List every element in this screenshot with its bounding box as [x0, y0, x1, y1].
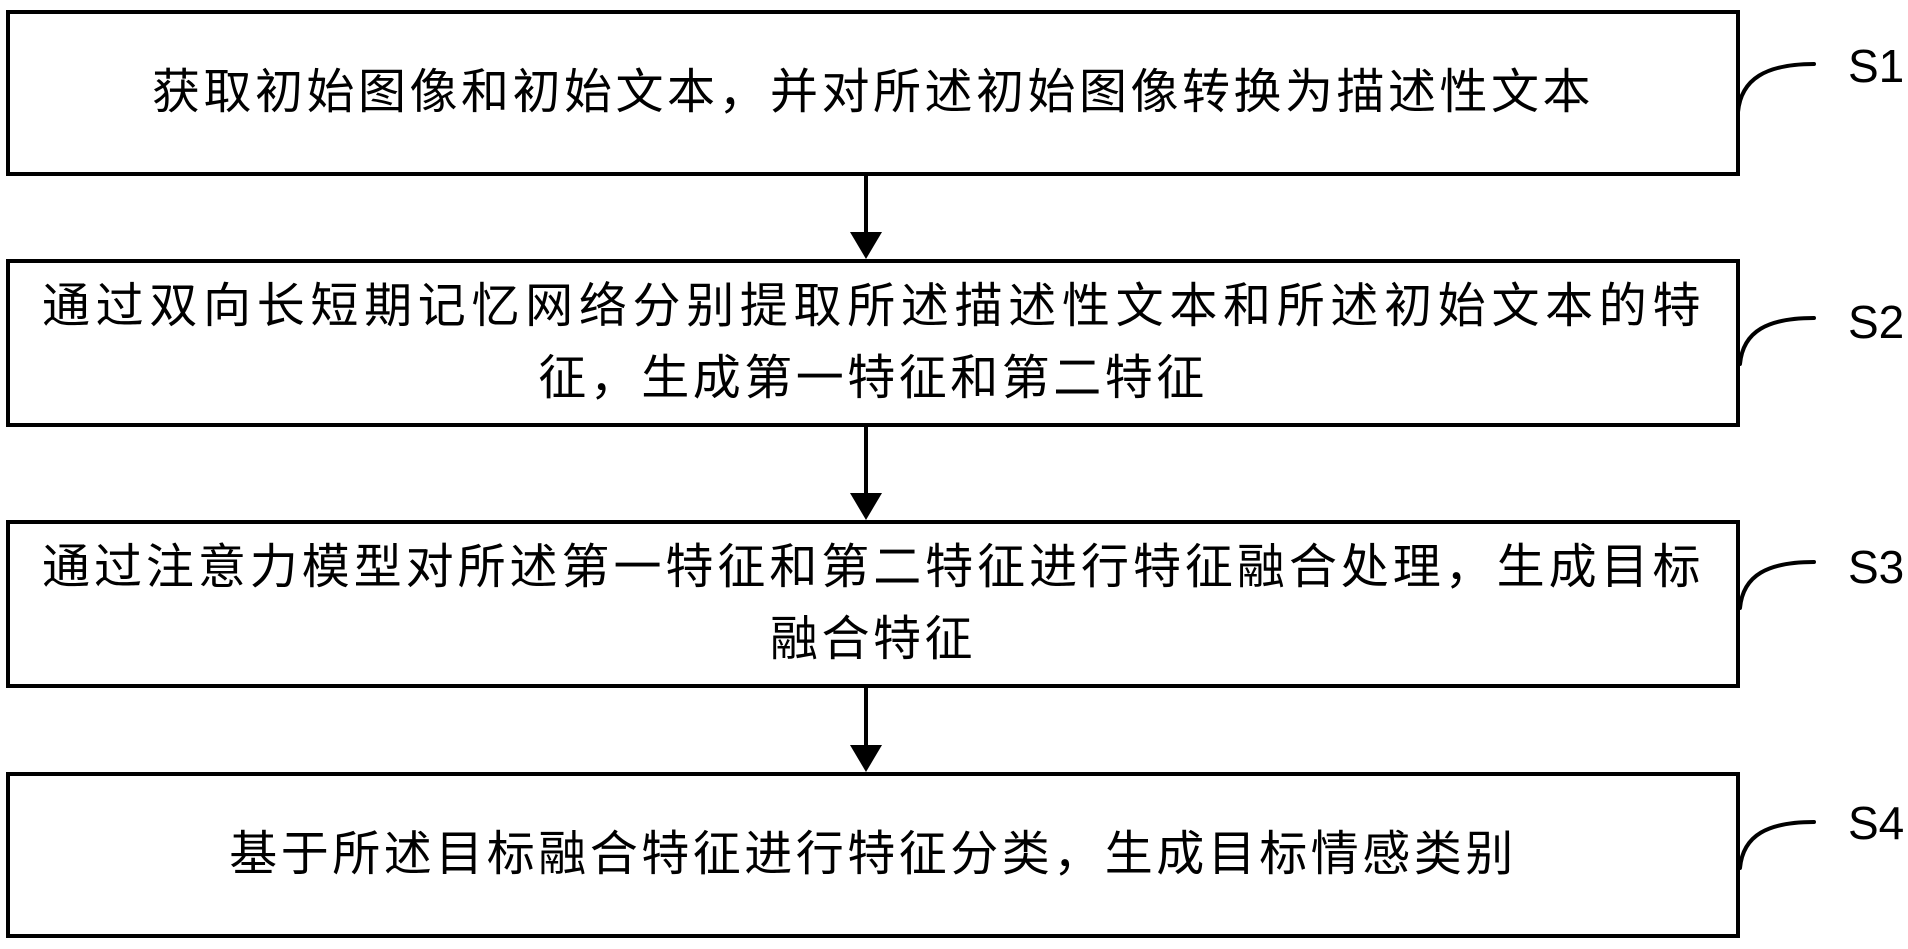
step-s3-text-line2: 融合特征: [769, 613, 976, 666]
step-box-s4: 基于所述目标融合特征进行特征分类，生成目标情感类别: [6, 772, 1740, 938]
down-arrow-icon-2: [850, 493, 882, 520]
step-label-s4: S4: [1848, 797, 1905, 849]
step-box-s2: 通过双向长短期记忆网络分别提取所述描述性文本和所述初始文本的特 征，生成第一特征…: [6, 259, 1740, 427]
leader-line-s4: [1738, 820, 1816, 870]
step-box-s1: 获取初始图像和初始文本，并对所述初始图像转换为描述性文本: [6, 10, 1740, 176]
step-box-s3: 通过注意力模型对所述第一特征和第二特征进行特征融合处理，生成目标 融合特征: [6, 520, 1740, 688]
down-arrow-shaft-2: [864, 427, 868, 494]
step-label-s3: S3: [1848, 541, 1905, 593]
step-s4-text: 基于所述目标融合特征进行特征分类，生成目标情感类别: [229, 828, 1517, 881]
down-arrow-shaft-3: [864, 688, 868, 746]
down-arrow-shaft-1: [864, 176, 868, 233]
step-s3-text-line1: 通过注意力模型对所述第一特征和第二特征进行特征融合处理，生成目标: [42, 541, 1704, 594]
step-label-s1: S1: [1848, 40, 1905, 92]
leader-line-s2: [1738, 316, 1816, 366]
leader-line-s3: [1738, 560, 1816, 610]
down-arrow-icon-1: [850, 232, 882, 259]
leader-line-s1: [1736, 62, 1816, 114]
step-s2-text-line1: 通过双向长短期记忆网络分别提取所述描述性文本和所述初始文本的特: [42, 280, 1704, 333]
step-s2-text-line2: 征，生成第一特征和第二特征: [538, 352, 1208, 405]
step-label-s2: S2: [1848, 296, 1905, 348]
step-s1-text: 获取初始图像和初始文本，并对所述初始图像转换为描述性文本: [151, 66, 1594, 119]
down-arrow-icon-3: [850, 745, 882, 772]
